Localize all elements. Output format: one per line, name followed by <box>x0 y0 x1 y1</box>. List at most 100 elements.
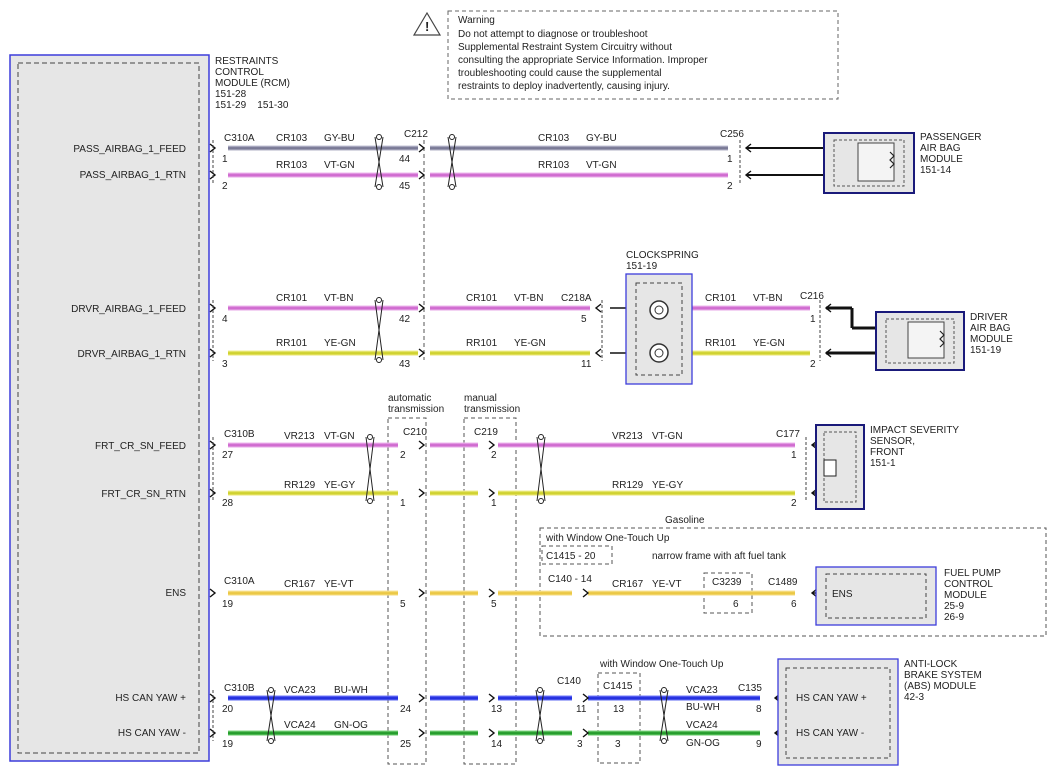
circuit-label: VCA24 <box>284 720 316 731</box>
note-automatic: transmission <box>388 404 444 415</box>
abs-pin-label: HS CAN YAW - <box>796 728 864 739</box>
wire-vr213 <box>228 442 398 448</box>
pin-number: 5 <box>400 599 406 610</box>
impact-severity-sensor: IMPACT SEVERITY SENSOR, FRONT 151-1 <box>815 424 959 510</box>
wire-rr103 <box>228 172 418 178</box>
wire-vca23 <box>498 695 572 701</box>
pin-number: 3 <box>615 739 621 750</box>
twisted-pair-mark <box>374 299 384 361</box>
connector-label: C135 <box>738 683 762 694</box>
wire-rr129 <box>228 490 398 496</box>
circuit-label: RR103 <box>538 160 570 171</box>
wire-vca23 <box>430 695 478 701</box>
twist-node <box>538 434 544 440</box>
device-label: 151-19 <box>970 345 1002 356</box>
wire-color-label: VT-GN <box>324 160 355 171</box>
pin-number: 3 <box>222 359 228 370</box>
pin-number: 13 <box>491 704 503 715</box>
circuit-label: CR101 <box>466 293 498 304</box>
pin-number: 11 <box>576 704 587 715</box>
pin-number: 2 <box>400 450 406 461</box>
terminal-mark <box>209 170 217 180</box>
clockspring-contact-icon <box>649 343 669 363</box>
terminal-mark <box>209 440 217 450</box>
wire-color-label: GY-BU <box>324 133 355 144</box>
twist-node <box>376 134 382 140</box>
connector-label: C140 <box>557 676 581 687</box>
wire-color-label: YE-VT <box>324 579 353 590</box>
rcm-pin-label: DRVR_AIRBAG_1_FEED <box>71 304 186 315</box>
twist-node <box>537 687 543 693</box>
warning-icon <box>412 11 442 36</box>
circuit-label: VR213 <box>284 431 315 442</box>
wire-rr129 <box>498 490 795 496</box>
fuel-pump-control-module: ENS FUEL PUMP CONTROL MODULE 25-9 26-9 <box>815 566 1001 626</box>
terminal-mark <box>418 588 426 598</box>
circuit-label: CR101 <box>276 293 308 304</box>
terminal-mark <box>209 303 217 313</box>
passenger-airbag-module: PASSENGER AIR BAG MODULE 151-14 <box>823 132 982 194</box>
connector-label: C1415 <box>603 681 633 692</box>
pin-number: 14 <box>491 739 503 750</box>
wire-cr101 <box>692 305 810 311</box>
wire-vca23 <box>228 695 398 701</box>
terminal-mark <box>824 303 832 313</box>
device-label: 42-3 <box>904 692 924 703</box>
device-label: AIR BAG <box>920 143 961 154</box>
circuit-label: RR101 <box>705 338 737 349</box>
circuit-label: RR129 <box>284 480 316 491</box>
circuit-label: RR103 <box>276 160 308 171</box>
connector-label: C310A <box>224 133 255 144</box>
twisted-pair-mark <box>447 136 457 188</box>
pin-number: 11 <box>581 359 592 370</box>
abs-pin-label: HS CAN YAW + <box>796 693 867 704</box>
connector-label: C3239 <box>712 577 742 588</box>
note-manual: transmission <box>464 404 520 415</box>
circuit-label: RR129 <box>612 480 644 491</box>
wire-color-label: GY-BU <box>586 133 617 144</box>
connector-label: C1489 <box>768 577 798 588</box>
twisted-pair-mark <box>659 689 669 742</box>
twist-node <box>449 184 455 190</box>
terminal-mark <box>582 728 590 738</box>
twisted-pair-mark <box>365 436 375 502</box>
wire-rr101 <box>692 350 810 356</box>
pin-number: 1 <box>727 154 733 165</box>
terminal-mark <box>209 143 217 153</box>
circuit-label: CR103 <box>276 133 308 144</box>
fuel-pin-label: ENS <box>832 589 853 600</box>
terminal-mark <box>582 588 590 598</box>
rcm-pin-label: PASS_AIRBAG_1_RTN <box>80 170 186 181</box>
circuit-label: CR167 <box>612 579 644 590</box>
twisted-pair-mark <box>535 689 545 742</box>
clockspring-contact-icon <box>654 305 664 315</box>
connector-label: C216 <box>800 291 824 302</box>
pin-number: 9 <box>756 739 762 750</box>
circuit-label: RR101 <box>276 338 308 349</box>
pin-number: 28 <box>222 498 234 509</box>
wire-color-label: YE-GN <box>514 338 546 349</box>
circuit-label: CR103 <box>538 133 570 144</box>
connector-label: C218A <box>561 293 592 304</box>
pin-number: 2 <box>727 181 733 192</box>
warning-line: consulting the appropriate Service Infor… <box>458 55 708 66</box>
resistor-icon <box>823 459 837 477</box>
wire-color-label: YE-GY <box>324 480 355 491</box>
wire-color-label: VT-GN <box>324 431 355 442</box>
circuit-label: VCA24 <box>686 720 718 731</box>
wire-cr167 <box>430 590 478 596</box>
terminal-mark <box>418 728 426 738</box>
device-label: ANTI-LOCK <box>904 659 958 670</box>
terminal-mark <box>488 440 496 450</box>
rcm-module: RESTRAINTS CONTROL MODULE (RCM) 151-28 1… <box>9 54 290 762</box>
terminal-mark <box>594 303 602 313</box>
pin-number: 45 <box>399 181 411 192</box>
terminal-mark <box>209 348 217 358</box>
warning-box: ! Warning Do not attempt to diagnose or … <box>412 10 839 100</box>
pin-number: 1 <box>491 498 497 509</box>
circuit-label: CR167 <box>284 579 316 590</box>
note-automatic: automatic <box>388 393 431 404</box>
pin-number: 5 <box>581 314 587 325</box>
terminal-mark <box>810 588 818 598</box>
